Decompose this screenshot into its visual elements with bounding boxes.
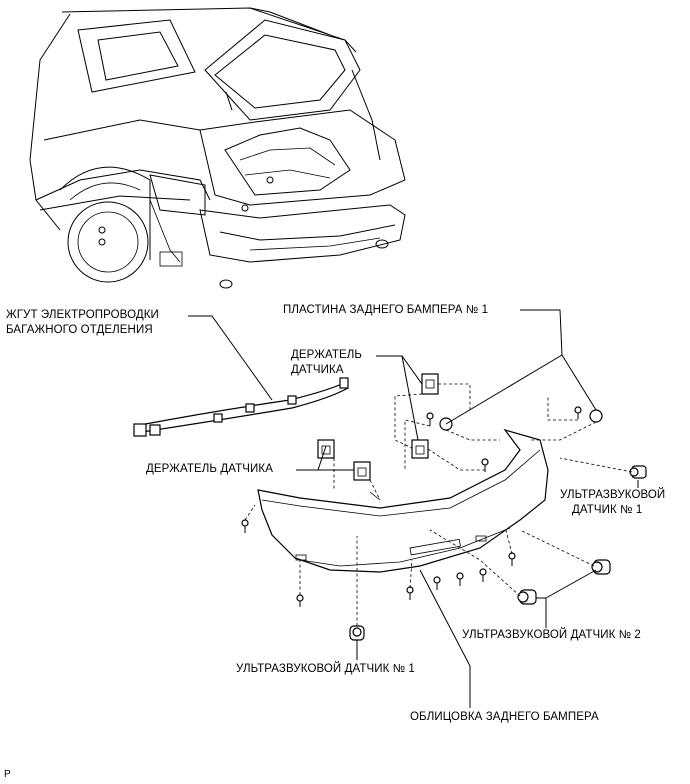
label-sensor-holder-top-line1: ДЕРЖАТЕЛЬ bbox=[291, 349, 363, 361]
ultrasonic-sensor-1-right bbox=[629, 465, 647, 479]
clips bbox=[241, 406, 582, 607]
ultrasonic-sensor-2 bbox=[517, 559, 611, 605]
label-ultrasonic-2: УЛЬТРАЗВУКОВОЙ ДАТЧИК № 2 bbox=[462, 629, 641, 641]
rear-bumper-cover bbox=[257, 428, 549, 573]
corner-mark: P bbox=[4, 769, 11, 780]
leader-lines bbox=[188, 309, 639, 708]
ultrasonic-sensor-1-bottom bbox=[349, 625, 365, 641]
label-sensor-holder-left: ДЕРЖАТЕЛЬ ДАТЧИКА bbox=[146, 463, 273, 475]
label-trunk-harness-line2: БАГАЖНОГО ОТДЕЛЕНИЯ bbox=[6, 324, 153, 336]
car-illustration bbox=[29, 7, 406, 289]
label-bumper-cover: ОБЛИЦОВКА ЗАДНЕГО БАМПЕРА bbox=[410, 711, 599, 723]
label-ultrasonic-right-line2: ДАТЧИК № 1 bbox=[572, 504, 643, 516]
label-bumper-plate: ПЛАСТИНА ЗАДНЕГО БАМПЕРА № 1 bbox=[283, 304, 489, 316]
label-sensor-holder-top-line2: ДАТЧИКА bbox=[291, 364, 344, 376]
sensor-holder-left bbox=[317, 439, 371, 481]
trunk-wire-harness bbox=[133, 377, 349, 437]
label-ultrasonic-right-line1: УЛЬТРАЗВУКОВОЙ bbox=[560, 489, 666, 501]
label-trunk-harness-line1: ЖГУТ ЭЛЕКТРОПРОВОДКИ bbox=[6, 309, 159, 321]
label-ultrasonic-bottom: УЛЬТРАЗВУКОВОЙ ДАТЧИК № 1 bbox=[236, 663, 415, 675]
sensor-holder-top bbox=[411, 373, 439, 459]
